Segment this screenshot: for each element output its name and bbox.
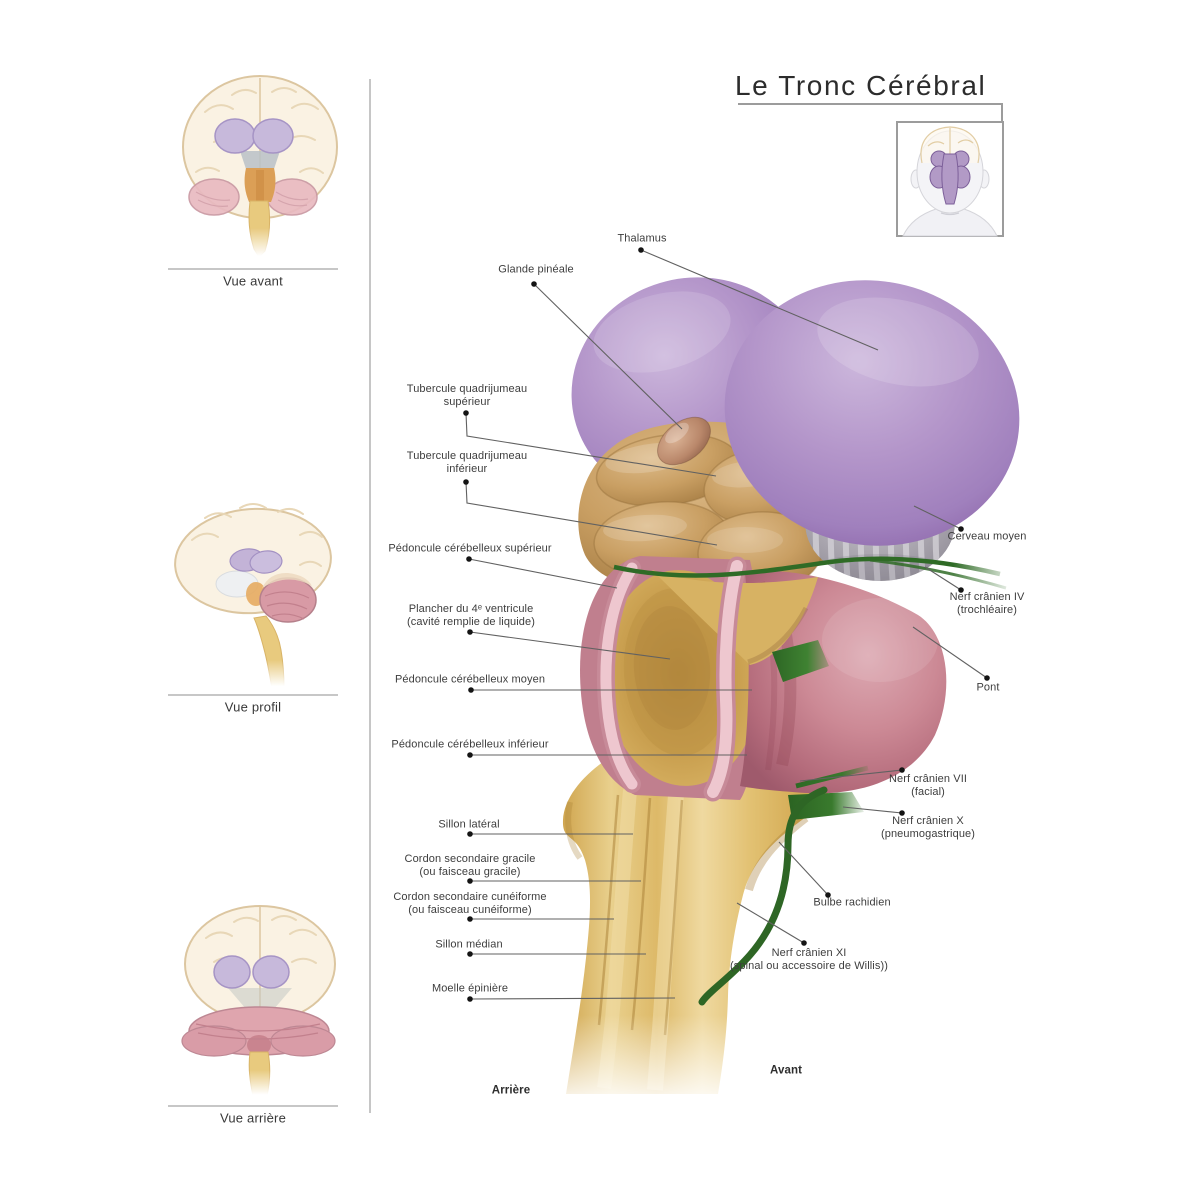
caption-vue-avant: Vue avant [223,273,283,289]
brainstem-illustration [520,277,1020,1130]
cord-fade [520,1015,900,1130]
leader-lines [465,249,988,1000]
brain-rear-illustration [181,905,336,1100]
label-cuneate: Cordon secondaire cunéiforme (ou faiscea… [393,891,547,916]
nerve-xi-shape [698,786,828,1006]
trigeminal-band-shape [772,640,829,682]
label-median-sulcus: Sillon médian [435,938,503,951]
label-peduncle-inf: Pédoncule cérébelleux inférieur [391,738,549,751]
label-medulla: Bulbe rachidien [813,896,891,909]
label-lateral-sulcus: Sillon latéral [438,818,500,831]
label-orientation-front: Avant [769,1064,803,1077]
brain-front-illustration [182,75,338,262]
nerve-iv-shape [613,556,1001,578]
label-orientation-rear: Arrière [491,1084,531,1097]
label-nerve-iv: Nerf crânien IV (trochléaire) [949,591,1025,616]
label-nerve-xi: Nerf crânien XI (spinal ou accessoire de… [730,947,888,972]
pons-shape [580,556,947,802]
label-spinal-cord: Moelle épinière [431,982,509,995]
label-colliculus-inf: Tubercule quadrijumeau inférieur [406,450,528,475]
label-nerve-x: Nerf crânien X (pneumogastrique) [880,815,976,840]
brain-profile-illustration [174,503,332,692]
label-peduncle-sup: Pédoncule cérébelleux supérieur [388,542,552,555]
label-midbrain: Cerveau moyen [947,530,1027,543]
label-colliculus-sup: Tubercule quadrijumeau supérieur [406,383,528,408]
label-peduncle-mid: Pédoncule cérébelleux moyen [394,673,546,686]
label-pons: Pont [976,681,1000,694]
caption-vue-profil: Vue profil [224,699,282,715]
pineal-shape [657,416,711,466]
label-nerve-vii: Nerf crânien VII (facial) [888,773,968,798]
head-inset-illustration [902,126,998,237]
label-ventricle-floor: Plancher du 4ᵉ ventricule (cavité rempli… [406,603,536,628]
label-thalamus: Thalamus [617,232,667,245]
caption-vue-arriere: Vue arrière [219,1110,287,1126]
label-gracile: Cordon secondaire gracile (ou faisceau g… [404,853,536,878]
label-pineal-gland: Glande pinéale [498,263,574,276]
thalamus-right-shape [724,280,1020,546]
page-title: Le Tronc Cérébral [735,70,987,101]
leader-dots [463,247,990,1002]
